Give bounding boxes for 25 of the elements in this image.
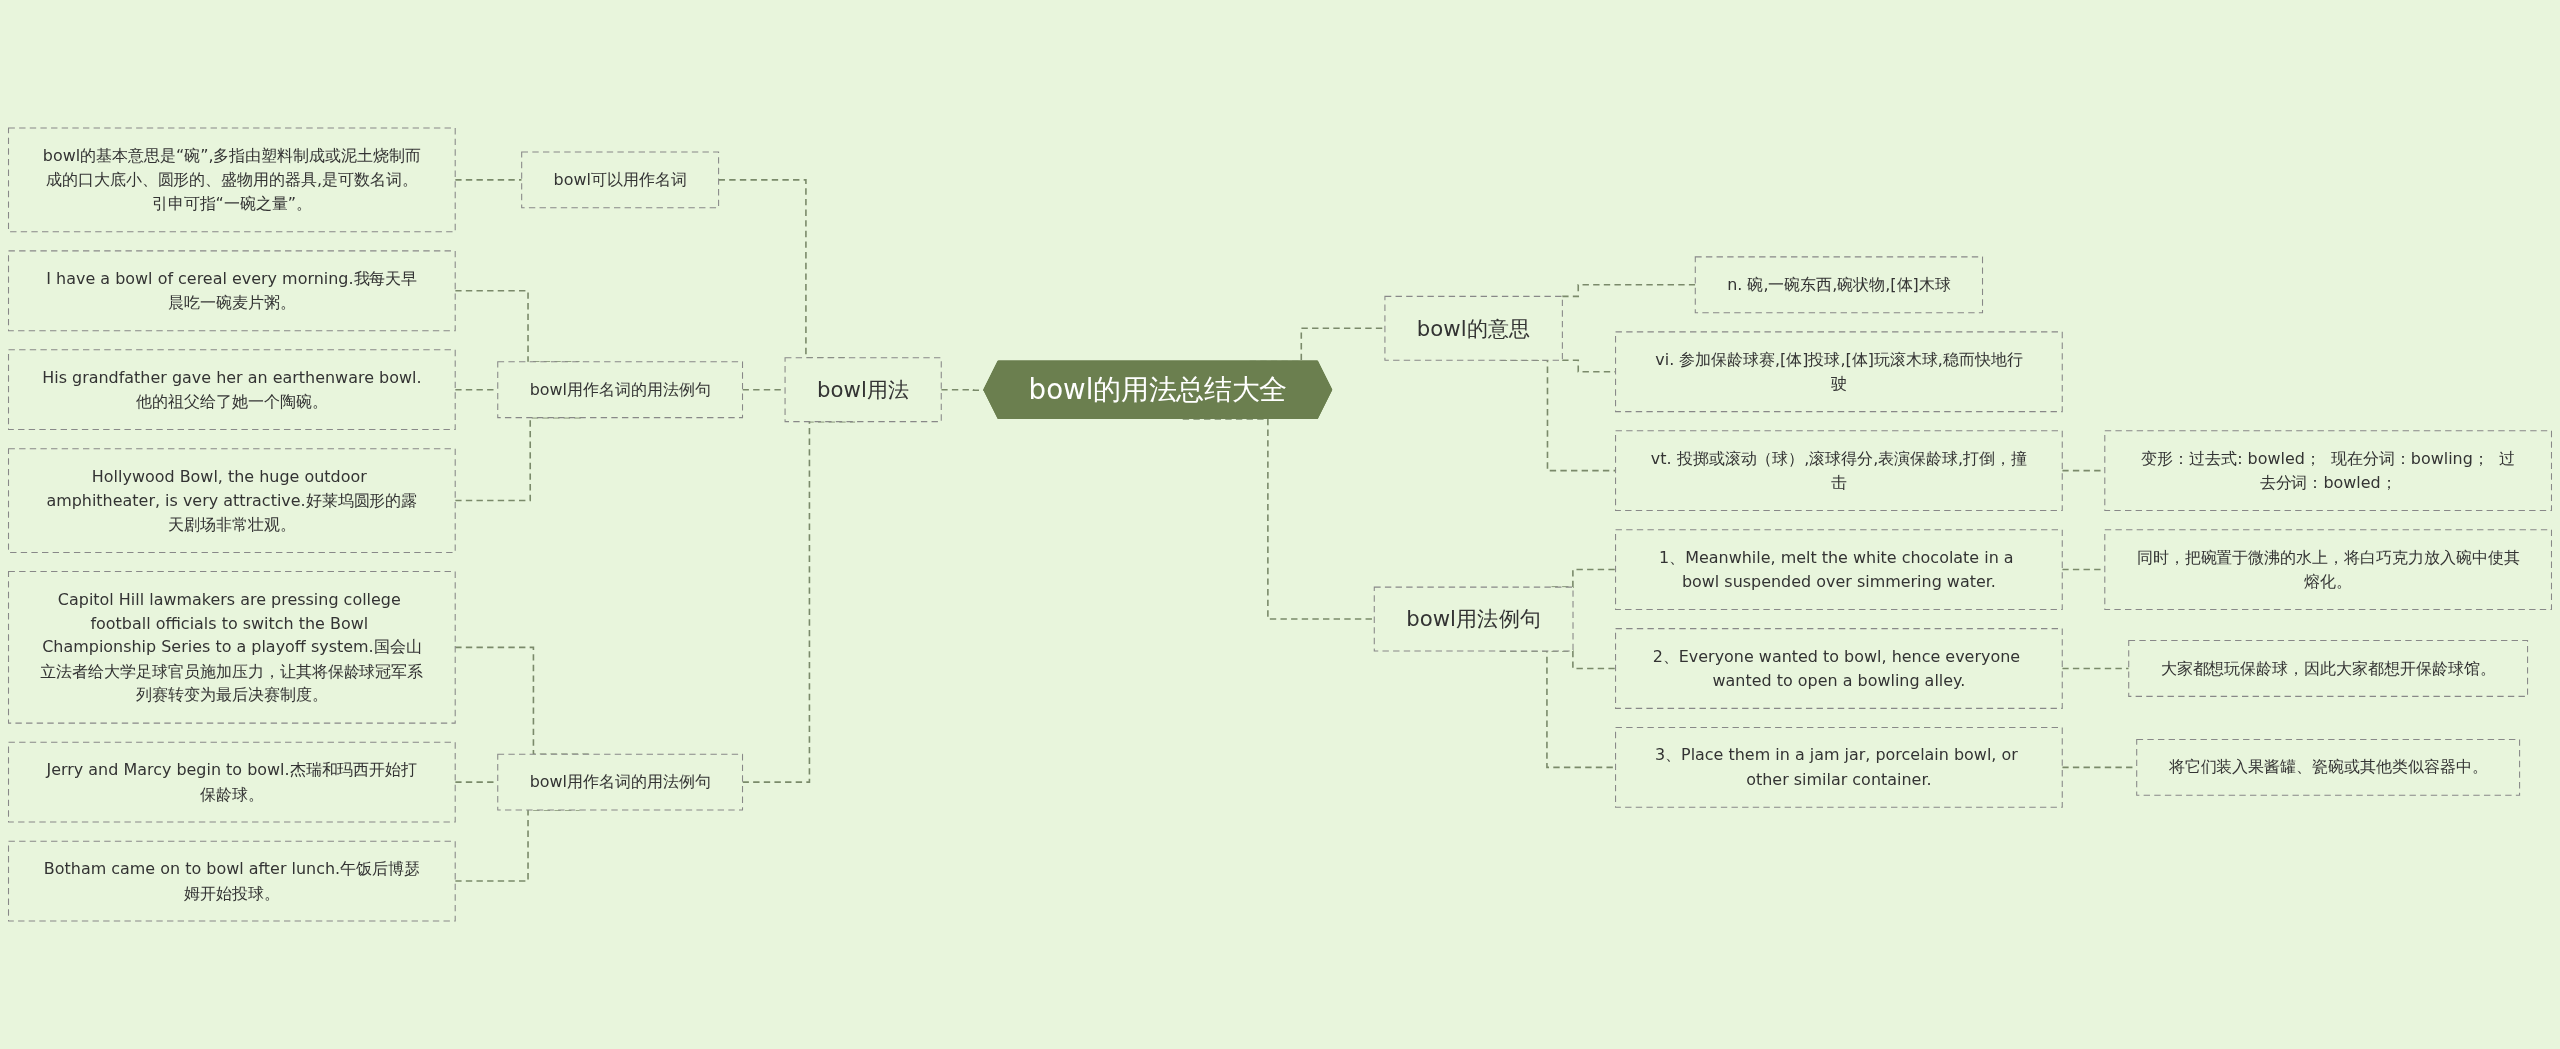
node-box: 变形：过去式: bowled； 现在分词：bowling； 过去分词：bowled； (2104, 430, 2552, 512)
node-box: 3、Place them in a jam jar, porcelain bowl, or other similar container. (1615, 727, 2063, 808)
node-box: bowl用作名词的用法例句 (497, 753, 744, 811)
node-box: 同时，把碗置于微沸的水上，将白巧克力放入碗中使其熔化。 (2104, 529, 2552, 610)
connector (2061, 667, 2130, 670)
node-box: His grandfather gave her an earthenware bowl.他的祖父给了她一个陶碗。 (7, 349, 456, 431)
node-box: bowl的意思 (1384, 295, 1563, 361)
node-box: 大家都想玩保龄球，因此大家都想开保龄球馆。 (2128, 640, 2529, 697)
node-box: bowl用法 (784, 357, 942, 423)
node-box: bowl可以用作名词 (521, 151, 720, 209)
node-box: bowl用法例句 (1373, 586, 1574, 652)
node-box: 1、Meanwhile, melt the white chocolate in a bowl suspended over simmering water. (1615, 529, 2063, 610)
node-box: bowl的基本意思是“碗”,多指由塑料制成或泥土烧制而成的口大底小、圆形的、盛物用的器具,是可数名词。引申可指“一碗之量”。 (7, 127, 456, 233)
connector (454, 179, 523, 181)
node-box: n. 碗,一碗东西,碗状物,[体]木球 (1694, 256, 1984, 314)
node-box: Hollywood Bowl, the huge outdoor amphitheater, is very attractive.好莱坞圆形的露天剧场非常壮观。 (7, 448, 456, 553)
node-box: vt. 投掷或滚动（球）,滚球得分,表演保龄球,打倒，撞击 (1615, 430, 2063, 512)
node-box: vi. 参加保龄球赛,[体]投球,[体]玩滚木球,稳而快地行驶 (1615, 331, 2063, 413)
node-box: 2、Everyone wanted to bowl, hence everyone wanted to open a bowling alley. (1615, 628, 2063, 709)
node-box: Botham came on to bowl after lunch.午饭后博瑟姆开始投球。 (7, 840, 456, 922)
node-box: 将它们装入果酱罐、瓷碗或其他类似容器中。 (2136, 738, 2521, 796)
node-box: Jerry and Marcy begin to bowl.杰瑞和玛西开始打保龄球。 (7, 741, 456, 823)
node-box: bowl用作名词的用法例句 (497, 361, 744, 419)
node-box: Capitol Hill lawmakers are pressing college football officials to switch the Bowl Championship Series to a playoff system.国会山立法者给大学足球官员施加压力，让其将保龄球冠军系列赛转变为最后决赛制度。 (7, 571, 456, 724)
node-box: I have a bowl of cereal every morning.我每天早晨吃一碗麦片粥。 (7, 250, 456, 332)
